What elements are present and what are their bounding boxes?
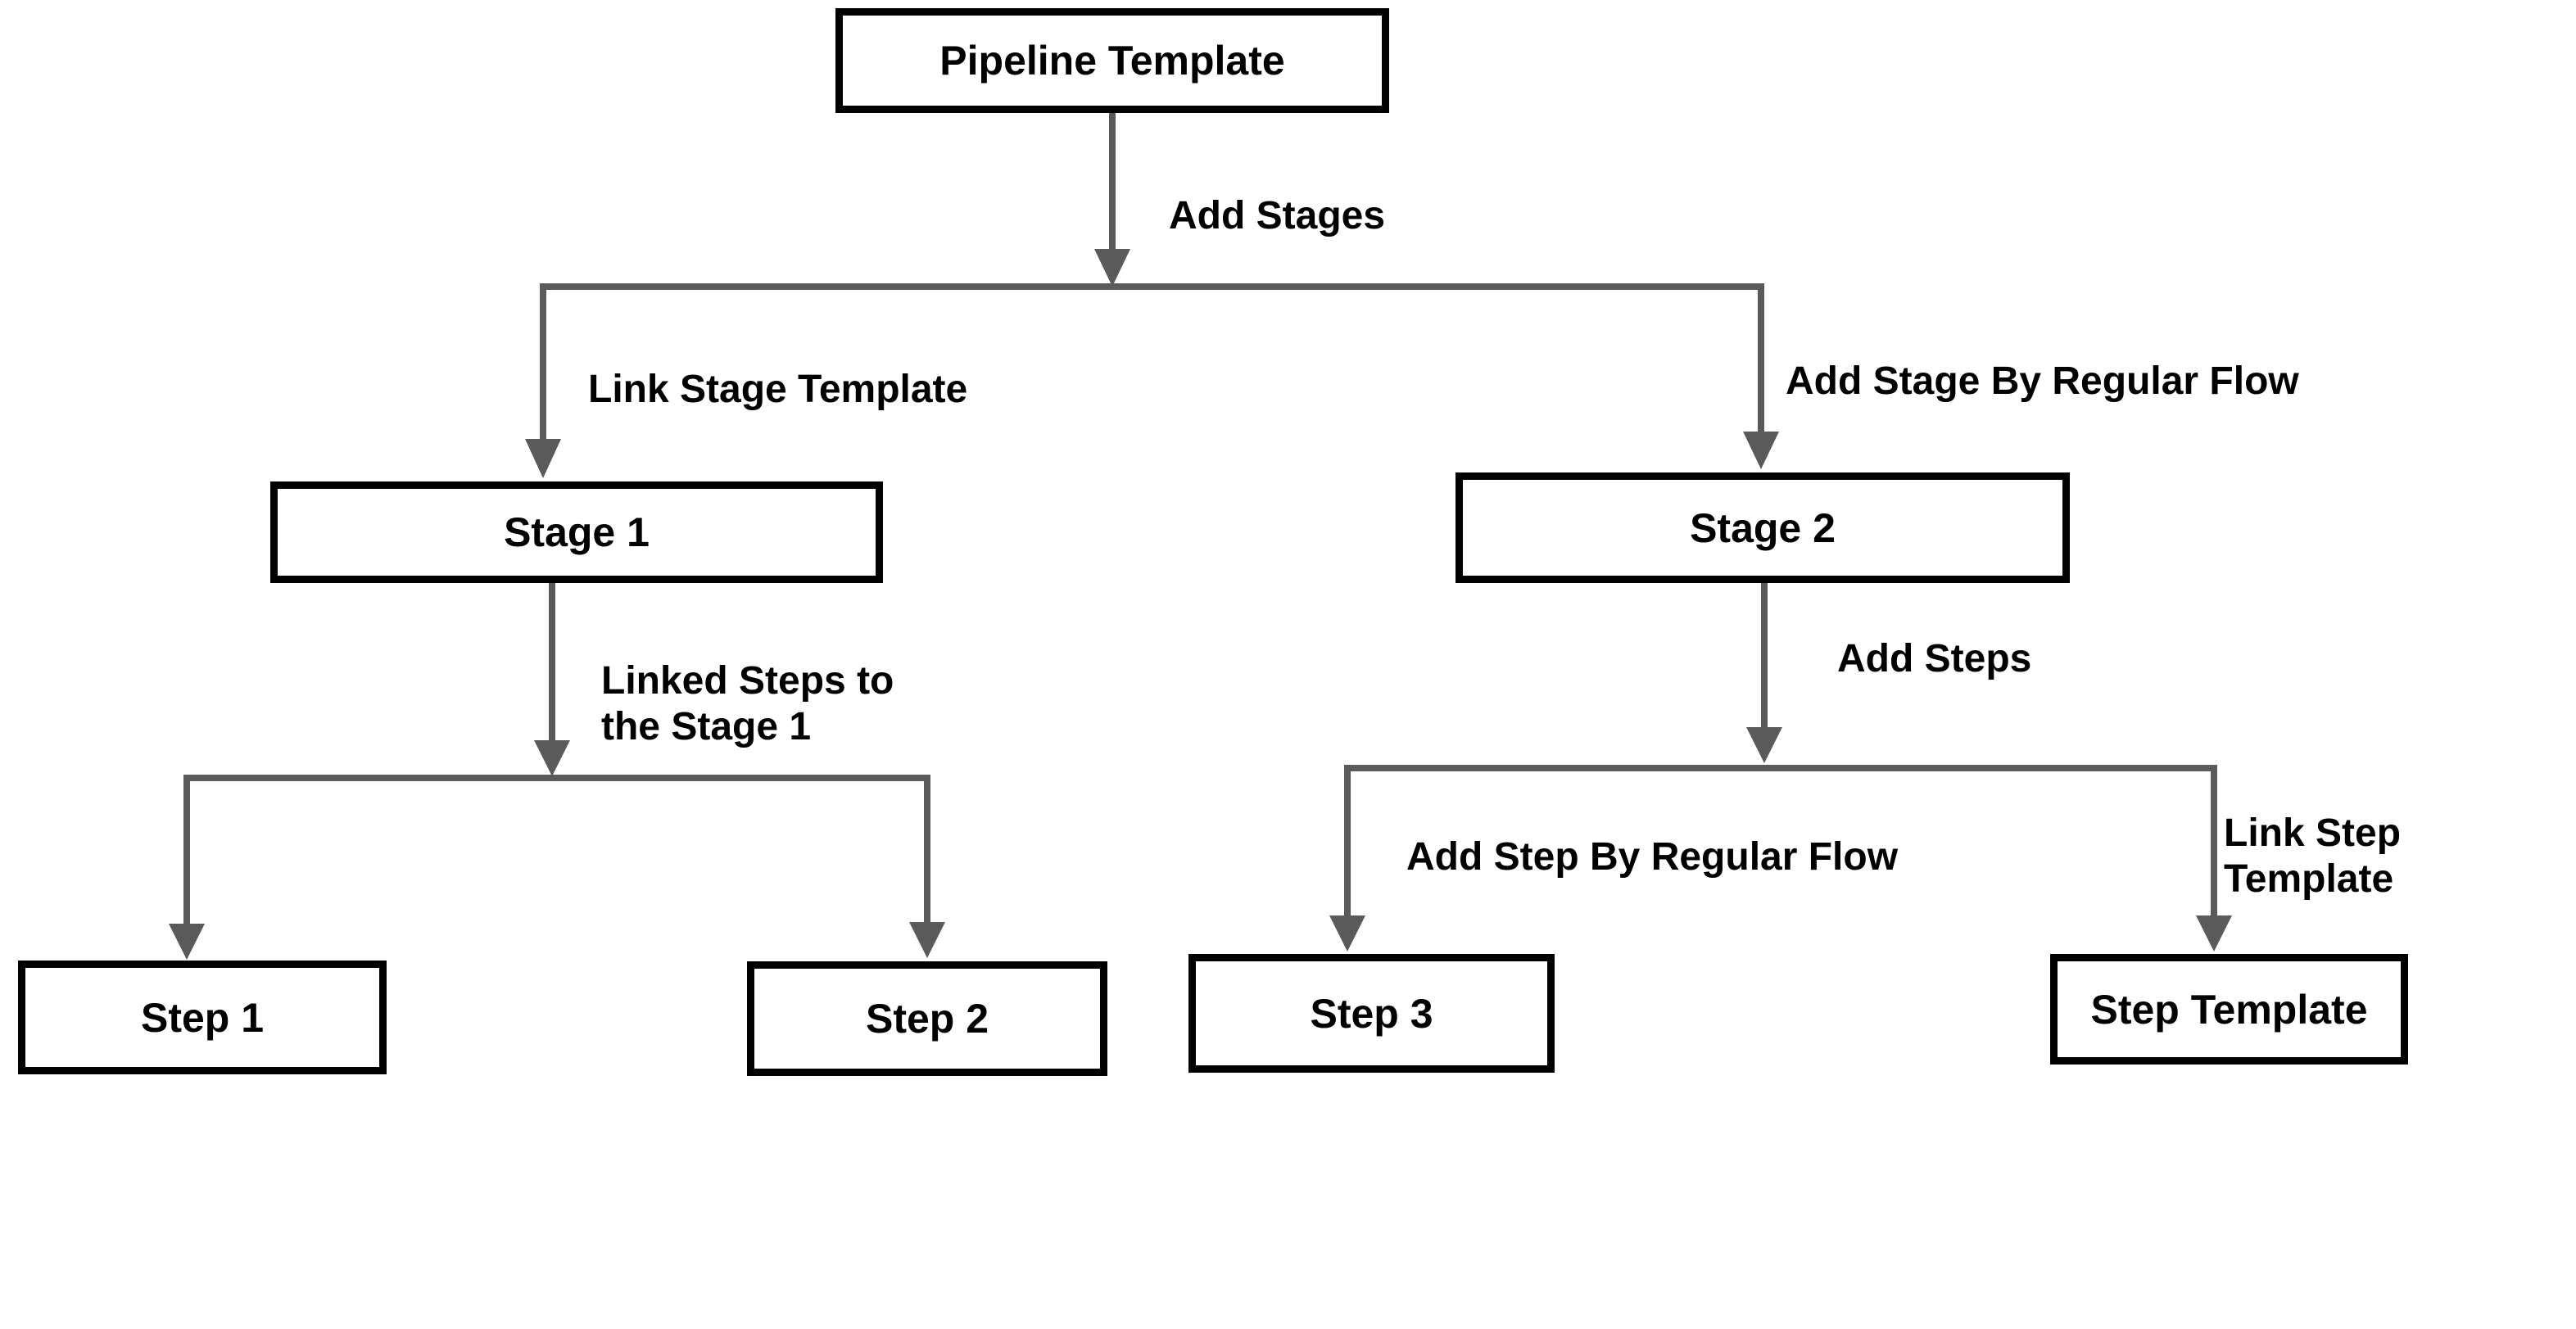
edge-steps-branch-rail-left	[183, 775, 930, 925]
arrowhead-into-stage-2	[1743, 432, 1779, 469]
node-step-3-label: Step 3	[1310, 990, 1433, 1037]
edge-label-add-steps: Add Steps	[1837, 637, 2032, 680]
node-stage-1-label: Stage 1	[504, 509, 650, 555]
arrowhead-stages-junction	[1094, 249, 1130, 287]
node-step-3: Step 3	[1188, 954, 1555, 1073]
node-step-2-label: Step 2	[865, 996, 989, 1042]
node-step-template: Step Template	[2050, 954, 2408, 1065]
arrowhead-into-step-3	[1329, 915, 1365, 952]
arrowhead-into-step-2	[909, 922, 945, 958]
edge-label-add-stage-by-regular-flow: Add Stage By Regular Flow	[1786, 359, 2299, 403]
node-pipeline-template-label: Pipeline Template	[939, 38, 1285, 84]
edge-label-add-stages: Add Stages	[1169, 194, 1386, 237]
edge-label-linked-steps-to-the-stage-1: Linked Steps to the Stage 1	[601, 659, 894, 748]
node-pipeline-template: Pipeline Template	[835, 8, 1389, 113]
node-step-1: Step 1	[18, 961, 387, 1074]
node-stage-2-label: Stage 2	[1690, 504, 1836, 551]
node-step-template-label: Step Template	[2090, 986, 2368, 1033]
arrowhead-into-step-template	[2196, 915, 2232, 952]
node-step-1-label: Step 1	[140, 994, 265, 1041]
arrowhead-into-step-1	[169, 924, 205, 960]
arrowhead-steps-junction-left	[534, 740, 570, 776]
edge-steps-branch-rail-right	[1344, 765, 2217, 917]
edge-label-link-step-template: Link Step Template	[2224, 811, 2402, 901]
node-stage-2: Stage 2	[1456, 472, 2070, 583]
edge-stages-branch-rail	[540, 283, 1764, 441]
node-step-2: Step 2	[747, 961, 1107, 1076]
edge-label-add-step-by-regular-flow: Add Step By Regular Flow	[1406, 835, 1899, 879]
arrowhead-steps-junction-right	[1746, 727, 1782, 763]
edge-label-link-stage-template: Link Stage Template	[588, 368, 968, 411]
arrowhead-into-stage-1	[525, 439, 561, 478]
node-stage-1: Stage 1	[270, 481, 883, 583]
